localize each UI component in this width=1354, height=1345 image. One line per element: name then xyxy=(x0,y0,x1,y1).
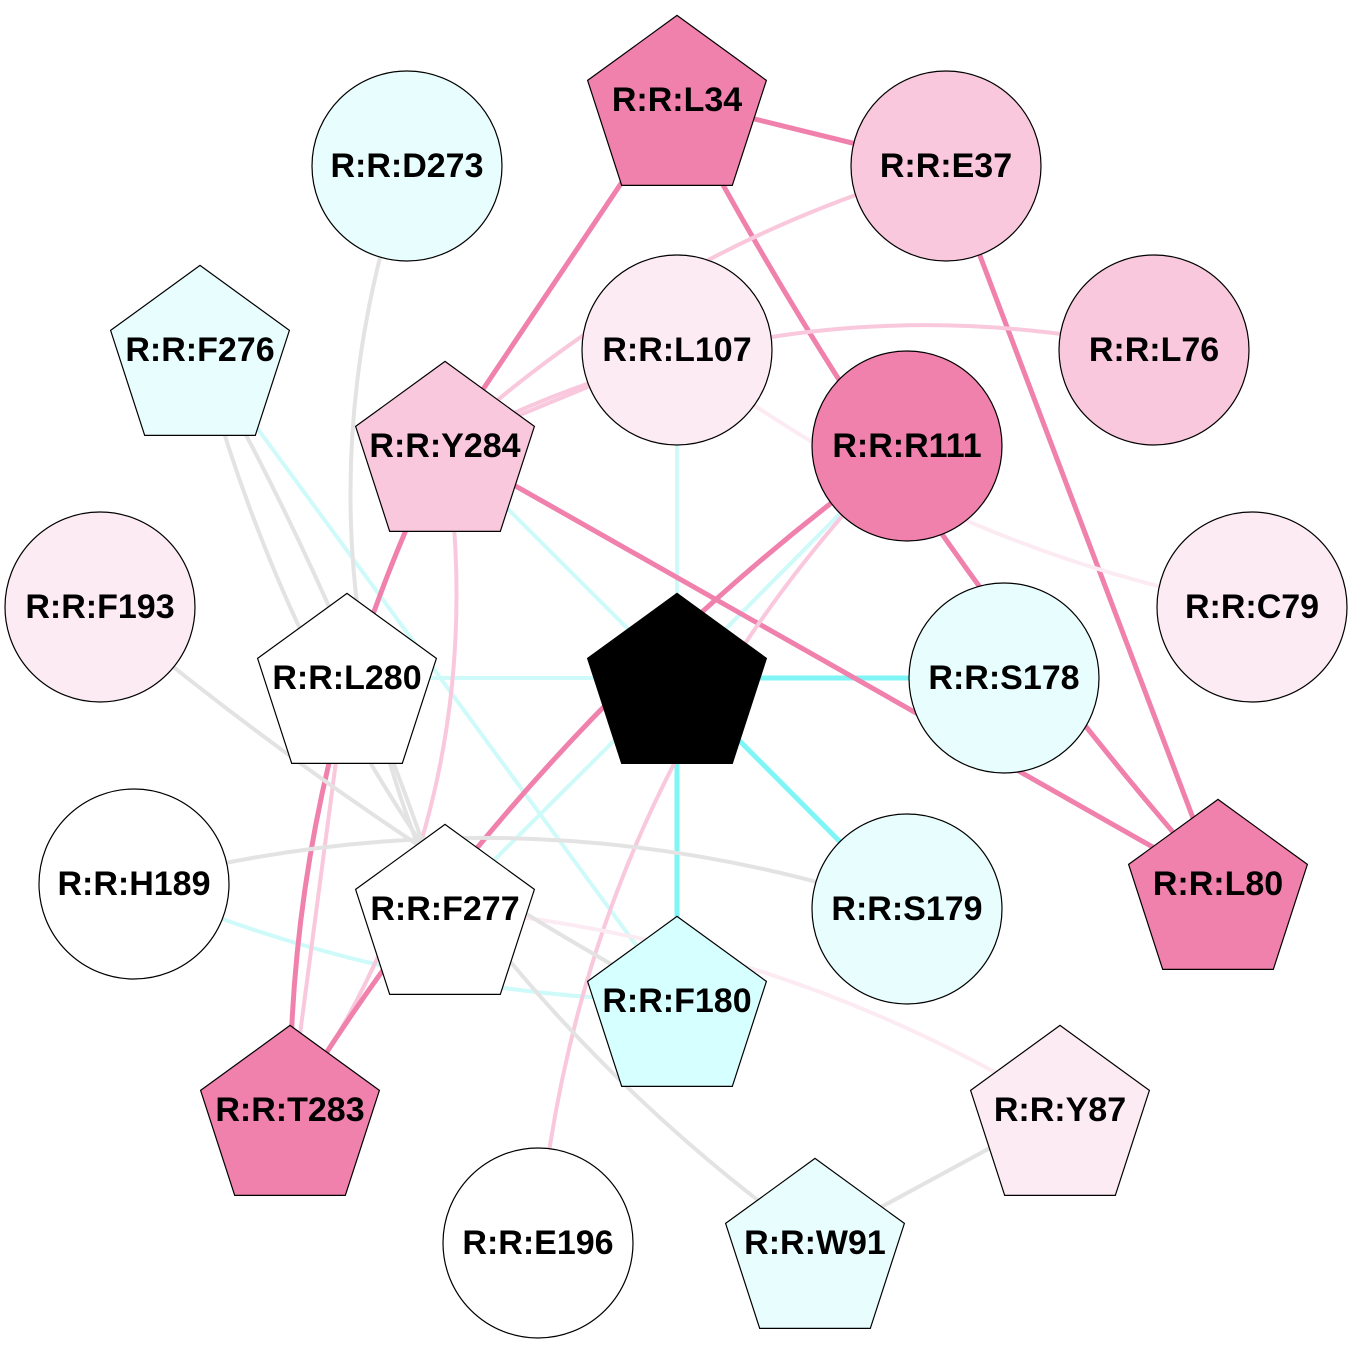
node-r-r-r111[interactable]: R:R:R111 xyxy=(811,350,1003,542)
node-label-r-r-l34: R:R:L34 xyxy=(612,81,742,119)
node-label-l-l-1: L:L:?1 xyxy=(625,659,729,697)
node-shape-r-r-l80 xyxy=(1127,798,1309,971)
edge-r-r-h189-to-r-r-s179 xyxy=(132,835,909,911)
node-label-r-r-e37: R:R:E37 xyxy=(880,147,1012,185)
node-r-r-t283[interactable]: R:R:T283 xyxy=(199,1024,381,1197)
node-shape-r-r-f193 xyxy=(4,511,196,703)
node-r-r-l34[interactable]: R:R:L34 xyxy=(586,14,768,186)
node-r-r-d273[interactable]: R:R:D273 xyxy=(311,70,503,262)
node-shape-r-r-w91 xyxy=(724,1157,906,1330)
node-r-r-f193[interactable]: R:R:F193 xyxy=(4,511,196,703)
node-label-r-r-d273: R:R:D273 xyxy=(330,147,483,185)
node-shape-r-r-f180 xyxy=(586,915,768,1088)
node-shape-r-r-s179 xyxy=(811,813,1003,1005)
node-shape-r-r-y87 xyxy=(969,1024,1151,1197)
edge-r-r-y284-to-r-r-l76 xyxy=(443,323,1156,448)
node-shape-r-r-e37 xyxy=(850,70,1042,262)
node-r-r-s179[interactable]: R:R:S179 xyxy=(811,813,1003,1005)
edge-r-r-y284-to-r-r-t283-alt xyxy=(288,444,459,1112)
node-r-r-y284[interactable]: R:R:Y284 xyxy=(354,360,536,533)
node-r-r-f277[interactable]: R:R:F277 xyxy=(354,823,536,996)
node-shape-r-r-l76 xyxy=(1058,254,1250,446)
edge-r-r-e37-to-r-r-l80 xyxy=(943,163,1221,887)
node-shape-r-r-d273 xyxy=(311,70,503,262)
node-r-r-c79[interactable]: R:R:C79 xyxy=(1156,511,1348,703)
node-label-r-r-y284: R:R:Y284 xyxy=(369,427,520,465)
node-shape-r-r-f277 xyxy=(354,823,536,996)
node-label-r-r-w91: R:R:W91 xyxy=(744,1224,886,1262)
node-r-r-l76[interactable]: R:R:L76 xyxy=(1058,254,1250,446)
node-label-r-r-c79: R:R:C79 xyxy=(1185,588,1319,626)
node-shape-r-r-y284 xyxy=(354,360,536,533)
edge-r-r-r111-to-r-r-e196 xyxy=(536,444,909,1245)
node-label-r-r-h189: R:R:H189 xyxy=(57,865,210,903)
edge-r-r-r111-to-r-r-t283 xyxy=(287,443,910,1113)
node-r-r-l107[interactable]: R:R:L107 xyxy=(581,254,773,446)
node-label-r-r-l76: R:R:L76 xyxy=(1089,331,1219,369)
node-label-r-r-s179: R:R:S179 xyxy=(831,890,982,928)
node-r-r-y87[interactable]: R:R:Y87 xyxy=(969,1024,1151,1197)
node-label-r-r-l280: R:R:L280 xyxy=(272,659,421,697)
node-r-r-l280[interactable]: R:R:L280 xyxy=(256,592,438,765)
node-r-r-s178[interactable]: R:R:S178 xyxy=(908,582,1100,774)
edge-r-r-y284-to-r-r-t283 xyxy=(287,443,448,1113)
node-l-l-1[interactable]: L:L:?1 xyxy=(586,592,768,765)
node-label-r-r-e196: R:R:E196 xyxy=(462,1224,613,1262)
node-shape-r-r-l107 xyxy=(581,254,773,446)
node-shape-r-r-f276 xyxy=(109,264,291,436)
node-r-r-f276[interactable]: R:R:F276 xyxy=(109,264,291,436)
node-label-r-r-y87: R:R:Y87 xyxy=(994,1091,1126,1129)
node-r-r-f180[interactable]: R:R:F180 xyxy=(586,915,768,1088)
edge-r-r-d273-to-r-r-f277 xyxy=(348,164,447,911)
node-shape-r-r-t283 xyxy=(199,1024,381,1197)
node-label-r-r-f276: R:R:F276 xyxy=(125,331,274,369)
node-label-r-r-f180: R:R:F180 xyxy=(602,982,751,1020)
node-label-r-r-f277: R:R:F277 xyxy=(370,890,519,928)
node-r-r-h189[interactable]: R:R:H189 xyxy=(38,788,230,980)
node-shape-l-l-1 xyxy=(586,592,768,765)
node-label-r-r-f193: R:R:F193 xyxy=(25,588,174,626)
node-r-r-w91[interactable]: R:R:W91 xyxy=(724,1157,906,1330)
node-shape-r-r-l280 xyxy=(256,592,438,765)
node-r-r-l80[interactable]: R:R:L80 xyxy=(1127,798,1309,971)
node-shape-r-r-r111 xyxy=(811,350,1003,542)
node-shape-r-r-l34 xyxy=(586,14,768,186)
node-label-r-r-l107: R:R:L107 xyxy=(602,331,751,369)
node-shape-r-r-c79 xyxy=(1156,511,1348,703)
node-label-r-r-l80: R:R:L80 xyxy=(1153,865,1283,903)
edge-r-r-y284-to-r-r-l80 xyxy=(442,443,1221,887)
edge-r-r-f193-to-r-r-f180 xyxy=(98,605,679,1003)
node-label-r-r-t283: R:R:T283 xyxy=(215,1091,364,1129)
node-label-r-r-r111: R:R:R111 xyxy=(832,427,981,465)
node-r-r-e196[interactable]: R:R:E196 xyxy=(442,1147,634,1339)
node-label-r-r-s178: R:R:S178 xyxy=(928,659,1079,697)
node-r-r-e37[interactable]: R:R:E37 xyxy=(850,70,1042,262)
node-shape-r-r-e196 xyxy=(442,1147,634,1339)
edge-r-r-f276-to-r-r-f180 xyxy=(198,348,679,1003)
node-shape-r-r-h189 xyxy=(38,788,230,980)
node-shape-r-r-s178 xyxy=(908,582,1100,774)
